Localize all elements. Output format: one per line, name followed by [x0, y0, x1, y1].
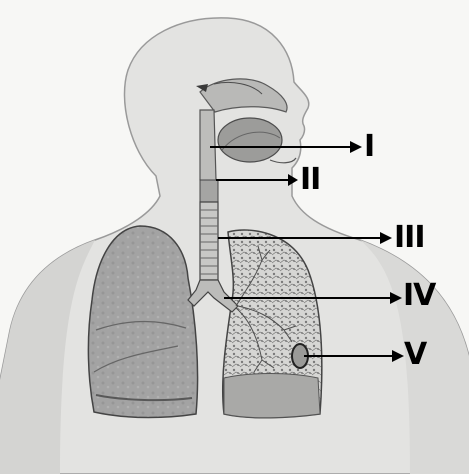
label-V: V [404, 340, 426, 370]
label-I: I [364, 132, 374, 162]
trachea [200, 202, 218, 280]
pharynx [200, 110, 216, 188]
label-IV: IV [403, 281, 435, 311]
oral-cavity [218, 118, 282, 162]
pointer-arrow-II [288, 174, 298, 186]
label-III: III [394, 223, 425, 253]
label-II: II [300, 165, 320, 195]
larynx [200, 180, 218, 202]
pointer-arrow-III [380, 232, 392, 244]
pointer-arrow-I [350, 141, 362, 153]
